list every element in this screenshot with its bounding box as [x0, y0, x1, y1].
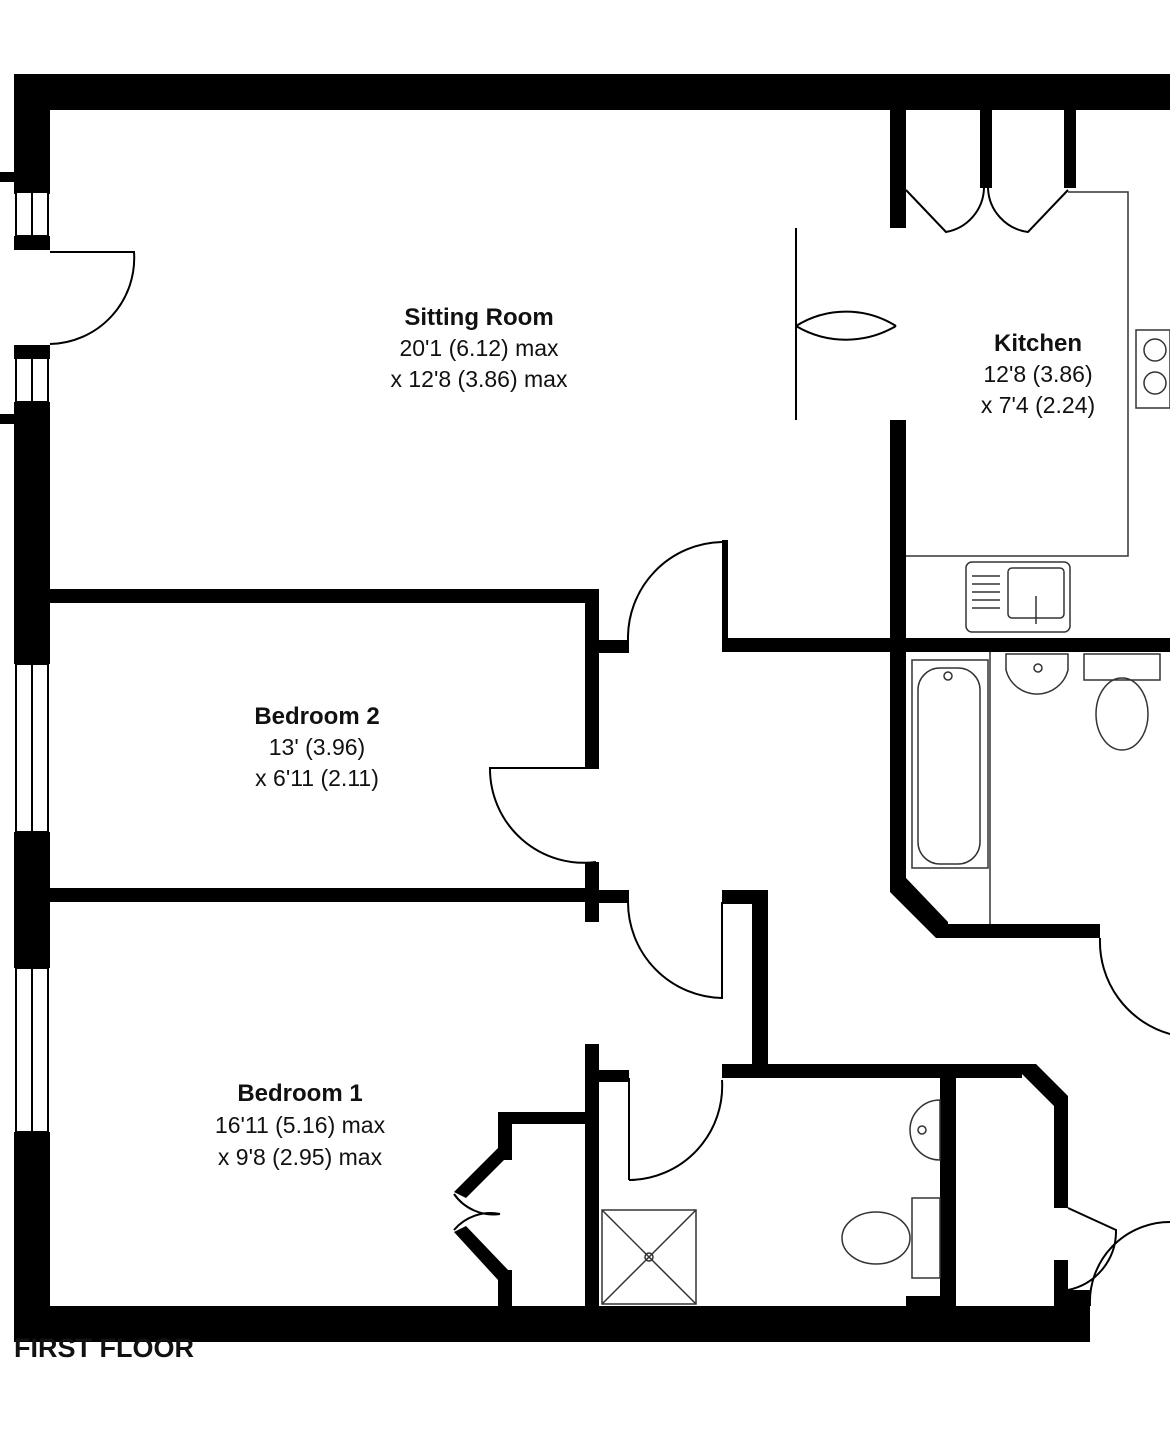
wall-wardrobe-diag-top [454, 1148, 510, 1198]
door-entrance [49, 251, 136, 345]
wall-stub-1 [0, 172, 16, 182]
kitchen-name: Kitchen [994, 330, 1082, 357]
fixtures [601, 191, 1170, 1305]
wall-sitting-bottom [722, 638, 1170, 652]
room-labels: Sitting Room 20'1 (6.12) max x 12'8 (3.8… [215, 304, 1095, 1170]
ensuite-basin [909, 1099, 941, 1161]
walls [0, 74, 1170, 1342]
door-kitchen-lower [795, 310, 897, 420]
bedroom-2-dim-1: 13' (3.96) [269, 734, 365, 760]
door-cupboard-1 [905, 187, 985, 234]
bedroom-2-dim-2: x 6'11 (2.11) [255, 765, 379, 791]
bathroom-basin [1005, 653, 1069, 695]
wall-left-5 [14, 832, 50, 968]
bedroom-1-dim-1: 16'11 (5.16) max [215, 1112, 386, 1138]
door-cupboard-2 [987, 187, 1069, 234]
wall-bed2-stub [585, 640, 629, 653]
wall-kitchen-left-lower [890, 420, 906, 652]
door-sitting [626, 541, 723, 641]
wall-left-upper [14, 74, 50, 194]
wall-stub-2 [0, 414, 16, 424]
bath [911, 659, 989, 869]
door-wardrobe-1 [453, 1193, 501, 1216]
bedroom-1-dim-2: x 9'8 (2.95) max [218, 1144, 383, 1170]
floor-label: FIRST FLOOR [14, 1333, 194, 1363]
wall-bed1-top [50, 888, 598, 902]
wall-hall-vert-2 [752, 890, 768, 1070]
bedroom-1-name: Bedroom 1 [237, 1080, 362, 1107]
door-wardrobe-2 [453, 1212, 501, 1231]
wall-ensuite-top [722, 1064, 1022, 1078]
door-bed1 [627, 901, 723, 1000]
door-kitchen-upper [795, 228, 897, 341]
wall-left-6 [14, 1132, 50, 1308]
wall-ensuite-stub [585, 1070, 629, 1082]
wall-left-2 [14, 236, 50, 250]
wall-left-3 [14, 345, 50, 359]
wall-cupboard-1 [980, 108, 992, 188]
bedroom-2-name: Bedroom 2 [254, 703, 379, 730]
shower-tray [601, 1209, 697, 1305]
kitchen-dim-1: 12'8 (3.86) [983, 361, 1092, 387]
kitchen-sink [965, 561, 1071, 633]
wall-cupboard-2 [1064, 108, 1076, 188]
sitting-room-name: Sitting Room [404, 304, 553, 331]
wall-ensuite-right [1054, 1096, 1068, 1208]
hob [1135, 329, 1170, 409]
door-ensuite [628, 1079, 724, 1181]
wall-bed1-stub [585, 890, 629, 903]
wall-sitting-doorjamb [722, 540, 728, 652]
wall-wardrobe-diag-bottom [454, 1226, 510, 1280]
wall-bed2-top [50, 589, 598, 603]
ensuite-wc-cistern [911, 1197, 941, 1279]
door-bed2 [488, 767, 597, 864]
wall-ensuite-bottom-right [1054, 1290, 1090, 1342]
ensuite-wc [841, 1211, 911, 1265]
windows [15, 191, 49, 1133]
wall-wardrobe-bottom [498, 1270, 512, 1310]
wall-wardrobe-top-h [498, 1112, 586, 1124]
kitchen-worktop [906, 191, 1129, 557]
wall-bath-bottom [940, 924, 1100, 938]
wall-bed2-right-upper [585, 589, 599, 769]
wall-bath-left [890, 650, 906, 880]
wall-top [14, 74, 1170, 110]
doors [49, 187, 1170, 1307]
wall-kitchen-left-upper [890, 108, 906, 228]
wall-bottom [14, 1306, 1090, 1342]
kitchen-dim-2: x 7'4 (2.24) [981, 392, 1095, 418]
wall-ensuite-mid-bottom [906, 1296, 956, 1310]
sitting-room-dim-2: x 12'8 (3.86) max [391, 366, 568, 392]
wall-bath-corner [890, 878, 948, 938]
bathroom-wc-cistern [1083, 653, 1161, 681]
wall-left-4 [14, 402, 50, 664]
bathroom-wc [1095, 677, 1149, 751]
sitting-room-dim-1: 20'1 (6.12) max [399, 335, 559, 361]
wall-kitchen-stub [890, 420, 906, 426]
wall-ensuite-left [585, 1044, 599, 1308]
door-airing-1 [1067, 1207, 1118, 1291]
wall-ensuite-corner-lower [1054, 1260, 1068, 1296]
door-exit [1088, 1220, 1170, 1307]
wall-ensuite-mid [940, 1074, 956, 1308]
door-bathroom [1098, 937, 1170, 1035]
